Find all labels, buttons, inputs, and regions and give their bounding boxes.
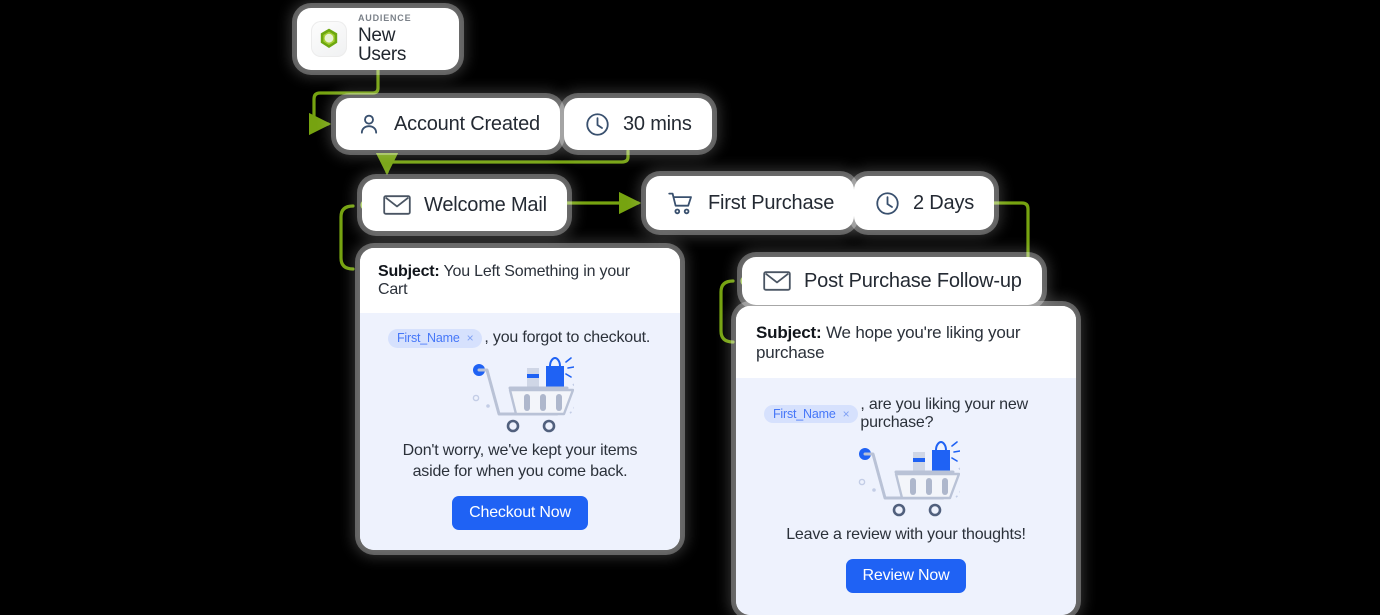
person-icon — [356, 111, 382, 137]
node-label: 2 Days — [913, 191, 975, 214]
audience-text: AUDIENCE New Users — [358, 13, 445, 65]
mail-subject-row: Subject: We hope you're liking your purc… — [736, 306, 1076, 378]
wire-delay30-to-welcome — [375, 149, 630, 176]
connector-layer — [308, 68, 1030, 347]
envelope-icon — [382, 192, 412, 218]
node-label: Welcome Mail — [424, 193, 547, 216]
merge-tag-suffix: , are you liking your new purchase? — [860, 396, 1028, 431]
remove-tag-icon[interactable]: × — [466, 331, 474, 346]
workflow-canvas: AUDIENCE New Users Account Created 30 mi… — [297, 8, 1076, 615]
cart-icon — [666, 189, 696, 217]
node-account-created[interactable]: Account Created — [336, 98, 560, 150]
mail-cta-button[interactable]: Review Now — [845, 558, 967, 593]
audience-hexagon-icon — [311, 21, 347, 57]
node-delay-2-days[interactable]: 2 Days — [854, 176, 995, 230]
audience-kicker: AUDIENCE — [358, 13, 412, 23]
shopping-cart-illustration — [378, 354, 662, 436]
node-welcome-mail[interactable]: Welcome Mail — [362, 179, 567, 231]
mail-copy: Leave a review with your thoughts! — [786, 526, 1026, 543]
mail-subject-label: Subject: — [378, 263, 440, 280]
shopping-cart-illustration — [754, 438, 1058, 520]
mail-body: First_Name × , you forgot to checkout. — [360, 313, 680, 550]
merge-tag-label: First_Name — [773, 406, 836, 421]
merge-tag-row: First_Name × , you forgot to checkout. — [378, 329, 662, 348]
mail-body: First_Name × , are you liking your new p… — [736, 378, 1076, 615]
merge-tag-suffix: , you forgot to checkout. — [484, 329, 651, 347]
node-label: Account Created — [394, 112, 540, 135]
mail-copy: Don't worry, we've kept your items aside… — [402, 441, 638, 481]
remove-tag-icon[interactable]: × — [842, 407, 850, 421]
mail-subject-label: Subject: — [756, 323, 822, 342]
merge-tag-label: First_Name — [397, 331, 460, 345]
mail-preview-post-purchase[interactable]: Subject: We hope you're liking your purc… — [736, 306, 1076, 615]
mail-cta-button[interactable]: Checkout Now — [452, 495, 588, 530]
merge-tag-chip[interactable]: First_Name × — [388, 329, 483, 348]
node-label: First Purchase — [708, 191, 835, 214]
mail-subject-text: We hope you're liking your purchase — [756, 323, 1021, 362]
wire-audience-to-account — [308, 68, 380, 136]
audience-name: New Users — [358, 25, 407, 65]
node-delay-30-mins[interactable]: 30 mins — [564, 98, 712, 150]
audience-node[interactable]: AUDIENCE New Users — [297, 8, 459, 70]
wire-welcome-to-cartmail — [339, 204, 355, 271]
merge-tag-chip[interactable]: First_Name × — [764, 404, 859, 424]
node-label: 30 mins — [623, 112, 692, 135]
node-post-purchase-follow-up[interactable]: Post Purchase Follow-up — [742, 257, 1042, 305]
envelope-icon — [762, 268, 792, 294]
merge-tag-row: First_Name × , are you liking your new p… — [754, 396, 1058, 432]
mail-subject-text: You Left Something in your Cart — [378, 263, 630, 298]
node-first-purchase[interactable]: First Purchase — [646, 176, 855, 230]
mail-preview-abandoned-cart[interactable]: Subject: You Left Something in your Cart… — [360, 248, 680, 550]
clock-icon — [584, 111, 611, 138]
mail-subject-row: Subject: You Left Something in your Cart — [360, 248, 680, 313]
clock-icon — [874, 190, 901, 217]
node-label: Post Purchase Follow-up — [804, 269, 1022, 292]
wire-postpurchase-to-mail — [719, 279, 735, 344]
